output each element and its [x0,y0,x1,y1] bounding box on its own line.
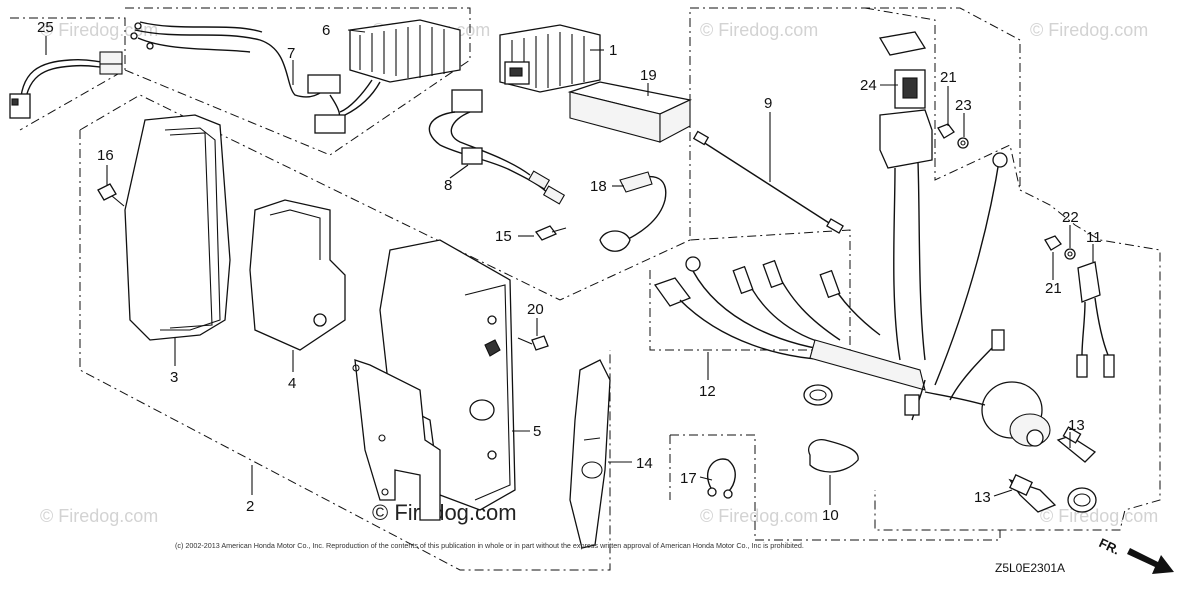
part-20-screw [517,335,549,351]
front-label: FR. [1097,535,1122,557]
callout-16: 16 [97,147,114,164]
callout-3: 3 [170,369,178,386]
copyright-notice: (c) 2002-2013 American Honda Motor Co., … [175,541,804,550]
watermark: © Firedog.com [1040,506,1158,526]
watermark: © Firedog.com [40,20,158,40]
part-17-clip [706,458,736,499]
part-8-harness [428,89,566,205]
callout-1: 1 [609,42,617,59]
part-12-main-harness [653,152,1008,421]
part-2-base-plate [352,359,441,521]
callout-21-right: 21 [1045,280,1062,297]
callout-20: 20 [527,301,544,318]
callout-15: 15 [495,228,512,245]
callout-7: 7 [287,45,295,62]
callout-13-bottom: 13 [974,489,991,506]
part-13-ring [1067,487,1097,513]
callout-19: 19 [640,67,657,84]
part-11-diode [1076,261,1115,378]
callout-11: 11 [1086,229,1102,246]
part-23-washer [957,137,969,149]
callout-13-top: 13 [1068,417,1085,434]
part-19-pad [567,81,693,143]
watermark: © Firedog.com [700,20,818,40]
part-13-key-b [1008,473,1057,513]
front-direction-arrow: FR. [1097,535,1174,574]
callout-8: 8 [444,177,452,194]
callout-25: 25 [37,19,54,36]
part-1-rectifier [499,24,601,93]
part-7-harness [130,21,346,134]
callout-17: 17 [680,470,697,487]
part-9-cable [692,130,844,234]
callout-12: 12 [699,383,716,400]
leader-lines [45,29,1094,505]
part-15-bolt [534,225,567,241]
part-5-case [379,239,516,511]
callout-14: 14 [636,455,653,472]
part-4-bracket [249,199,346,351]
callout-9: 9 [764,95,772,112]
callout-23: 23 [955,97,972,114]
callout-10: 10 [822,507,839,524]
callout-4: 4 [288,375,296,392]
part-16-bolt [97,183,125,207]
watermark: © Firedog.com [40,506,158,526]
front-arrow-icon [1127,548,1174,574]
part-14-plate [569,359,611,549]
watermark: © Firedog.com [700,506,818,526]
part-13-key-a [1056,426,1097,463]
part-10-grommet [803,384,859,473]
diagram-code: Z5L0E2301A [995,561,1065,575]
part-21-nut-top [937,123,955,139]
part-24-fuse-holder [878,31,933,361]
part-22-washer [1064,248,1076,260]
part-12-ignition-switch [924,381,1051,447]
part-21-nut-right [1044,235,1062,251]
part-6-regulator [339,19,461,116]
callout-22: 22 [1062,209,1079,226]
callouts: 25 6 1 7 19 9 24 21 23 16 8 18 15 22 11 … [37,19,1102,524]
callout-2: 2 [246,498,254,515]
watermark-featured: © Firedog.com [372,500,517,525]
part-25-harness [9,51,123,119]
callout-21-top: 21 [940,69,957,86]
part-18-band [599,171,667,252]
watermarks: © Firedog.com © Firedog.com © Firedog.co… [40,20,1158,526]
callout-5: 5 [533,423,541,440]
callout-24: 24 [860,77,877,94]
part-3-cover [124,114,231,341]
callout-6: 6 [322,22,330,39]
callout-18: 18 [590,178,607,195]
watermark: © Firedog.com [1030,20,1148,40]
